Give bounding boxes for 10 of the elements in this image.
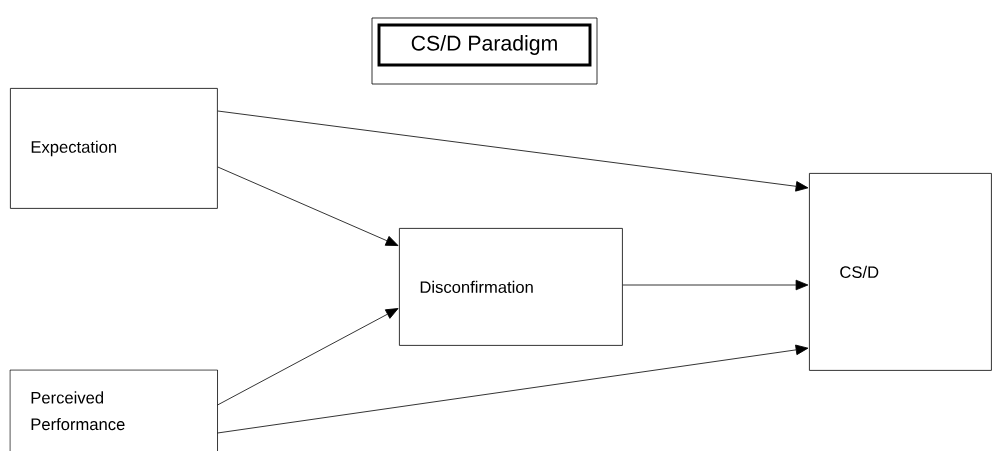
process-box: Perceived Performance [9,369,218,451]
arrow [217,344,809,434]
arrow [217,166,399,246]
process-box: CS/D [809,173,992,371]
arrow [217,308,399,406]
arrow [217,110,809,192]
title-box: CS/D Paradigm [371,17,598,85]
arrow [622,279,809,291]
process-box: Expectation [10,88,218,209]
process-box: Disconfirmation [399,228,623,346]
